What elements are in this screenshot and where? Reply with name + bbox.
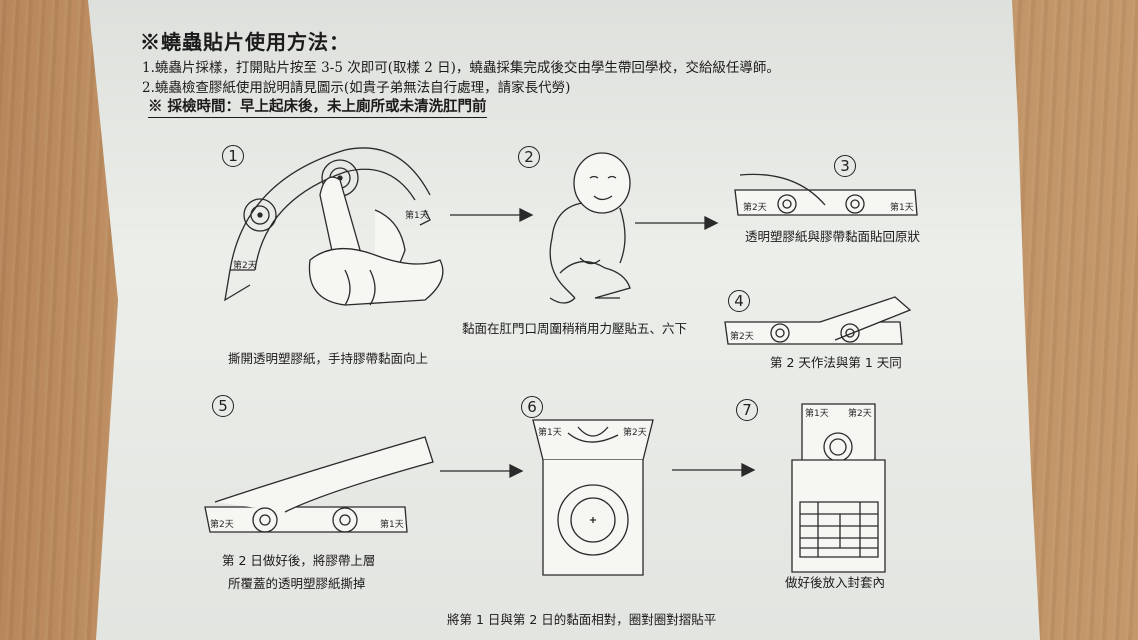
- step-5-caption-line-2: 所覆蓋的透明塑膠紙撕掉: [228, 576, 366, 591]
- step-5-caption-line-1: 第 2 日做好後，將膠帶上層: [222, 553, 376, 568]
- step-5-illustration: 第2天 第1天: [204, 436, 434, 533]
- svg-text:第1天: 第1天: [890, 201, 914, 213]
- step-5-number: 5: [212, 395, 234, 417]
- step-2-number: 2: [518, 146, 540, 168]
- step-6-caption: 將第 1 日與第 2 日的黏面相對，圈對圈對摺貼平: [447, 612, 717, 627]
- svg-text:第1天: 第1天: [805, 407, 829, 419]
- step-4-number: 4: [728, 290, 750, 312]
- svg-text:第2天: 第2天: [623, 426, 647, 438]
- step-7-number: 7: [736, 399, 758, 421]
- document-title: ※蟯蟲貼片使用方法：: [140, 30, 350, 54]
- svg-text:第1天: 第1天: [405, 209, 429, 221]
- svg-text:第1天: 第1天: [380, 518, 404, 530]
- step-1-illustration: 第2天 第1天: [224, 147, 444, 306]
- step-6-illustration: 第1天 第2天: [532, 419, 654, 576]
- step-2-illustration: [549, 152, 631, 304]
- arrow-step5-to-6: [440, 463, 524, 479]
- arrow-step6-to-7: [672, 462, 756, 478]
- svg-text:第2天: 第2天: [210, 518, 234, 530]
- step-3-illustration: 第2天 第1天: [734, 173, 918, 216]
- svg-text:第2天: 第2天: [743, 201, 767, 213]
- step-3-caption: 透明塑膠紙與膠帶黏面貼回原狀: [745, 229, 921, 244]
- step-3-number: 3: [834, 155, 856, 177]
- sampling-time-note: ※ 採檢時間：早上起床後，未上廁所或未清洗肛門前: [148, 95, 487, 118]
- step-1-caption: 撕開透明塑膠紙，手持膠帶黏面向上: [228, 351, 429, 366]
- svg-text:第2天: 第2天: [233, 259, 257, 271]
- svg-text:第1天: 第1天: [538, 426, 562, 438]
- arrow-step2-to-3: [635, 215, 719, 231]
- step-4-illustration: 第2天: [724, 296, 912, 345]
- step-4-caption: 第 2 天作法與第 1 天同: [770, 355, 902, 370]
- step-1-number: 1: [222, 145, 244, 167]
- arrow-step1-to-2: [450, 207, 534, 223]
- step-2-caption: 黏面在肛門口周圍稍稍用力壓貼五、六下: [462, 321, 688, 336]
- instruction-line-1: 1.蟯蟲片採樣，打開貼片按至 3-5 次即可(取樣 2 日)，蟯蟲採集完成後交由…: [142, 60, 780, 76]
- svg-text:第2天: 第2天: [848, 407, 872, 419]
- step-6-number: 6: [521, 396, 543, 418]
- step-7-illustration: 第1天 第2天: [791, 403, 886, 573]
- svg-text:第2天: 第2天: [730, 330, 754, 342]
- step-7-caption: 做好後放入封套內: [785, 575, 886, 590]
- instruction-line-2: 2.蟯蟲檢查膠紙使用說明請見圖示(如貴子弟無法自行處理，請家長代勞): [142, 80, 571, 96]
